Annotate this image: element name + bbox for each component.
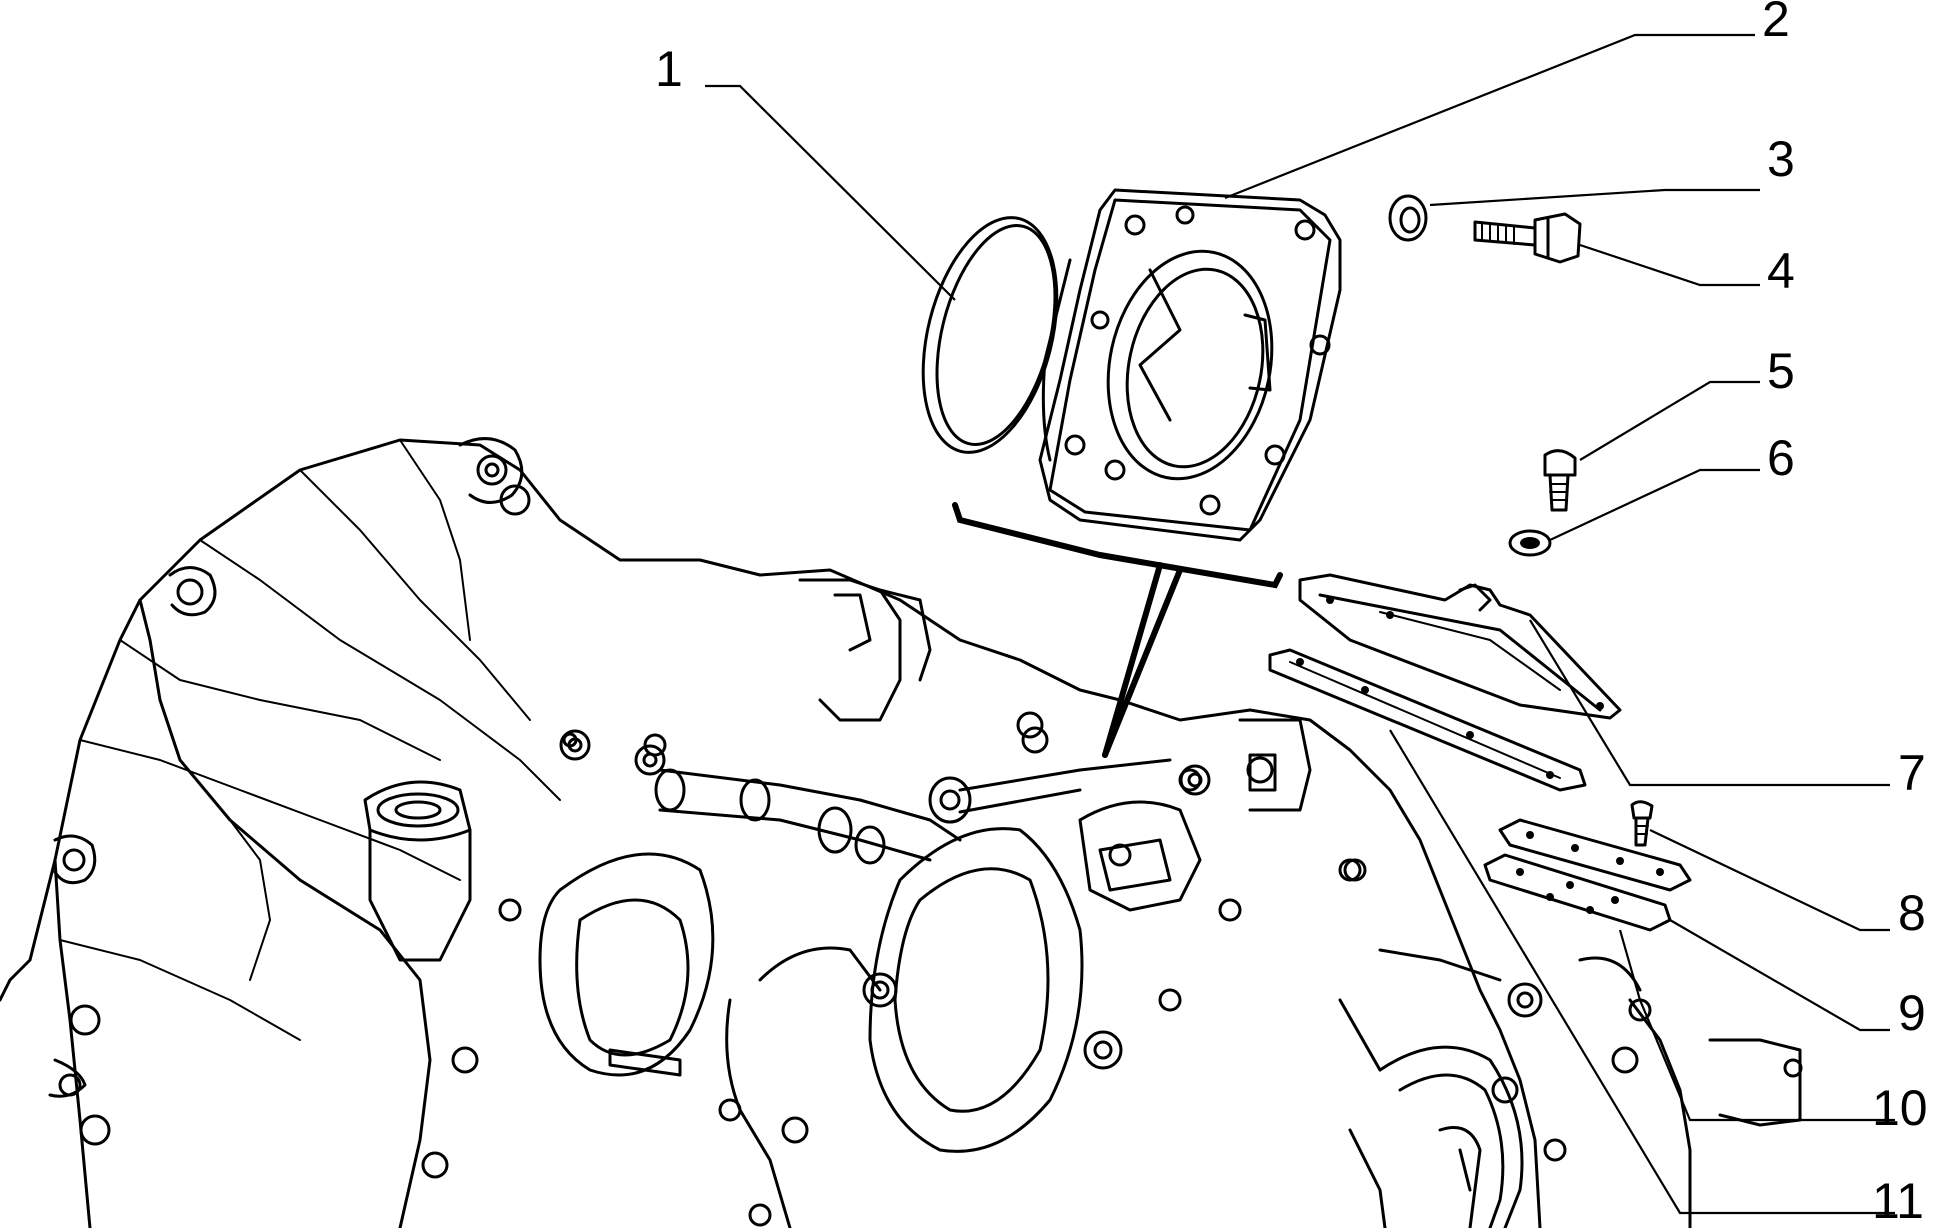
part-side-cover xyxy=(1298,573,1622,720)
part-flange-cover xyxy=(1038,188,1342,542)
callout-5: 5 xyxy=(1767,343,1795,399)
callout-numbers: 1 2 3 4 5 6 7 8 9 10 11 xyxy=(655,0,1928,1228)
callout-1: 1 xyxy=(655,41,683,97)
part-gasket-large xyxy=(1268,648,1587,792)
callout-11: 11 xyxy=(1872,1173,1924,1228)
callout-8: 8 xyxy=(1898,885,1926,941)
callout-10: 10 xyxy=(1872,1080,1928,1136)
part-seal-washer xyxy=(1508,529,1552,557)
gearbox-housing xyxy=(0,437,1803,1228)
part-bolt xyxy=(1473,212,1582,264)
part-small-screw xyxy=(1630,800,1654,847)
part-screw xyxy=(1543,449,1577,512)
callout-9: 9 xyxy=(1898,985,1926,1041)
callout-4: 4 xyxy=(1767,243,1795,299)
assembly-bracket xyxy=(952,502,1283,758)
leader-lines xyxy=(705,33,1895,1215)
callout-2: 2 xyxy=(1762,0,1790,47)
part-washer xyxy=(1388,194,1428,242)
callout-3: 3 xyxy=(1767,131,1795,187)
callout-6: 6 xyxy=(1767,430,1795,486)
part-cover-plate xyxy=(1483,818,1692,932)
callout-7: 7 xyxy=(1898,745,1926,801)
